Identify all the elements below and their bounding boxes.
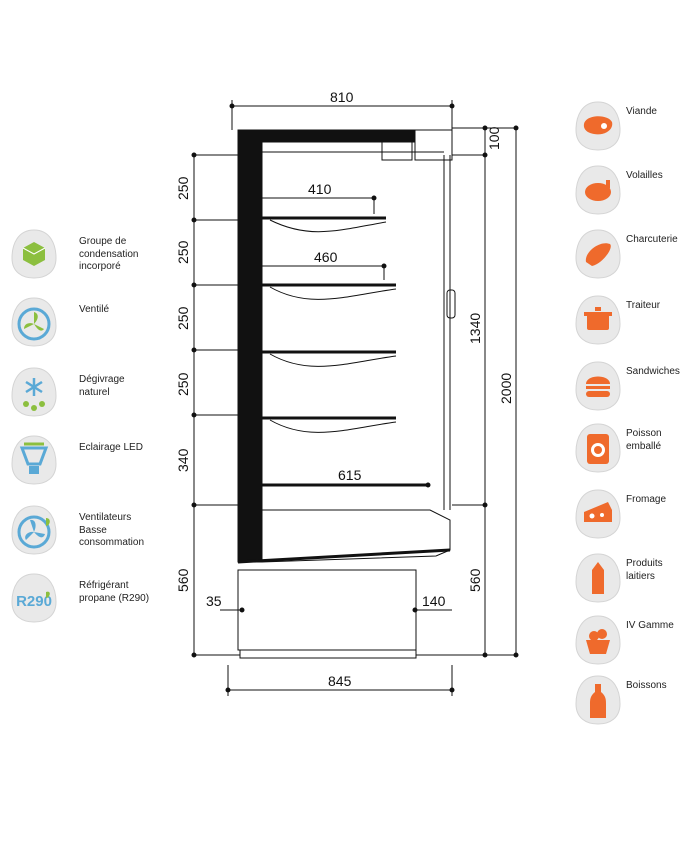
bottle-icon: [574, 674, 622, 726]
feature-label: Eclairage LED: [79, 442, 143, 453]
snowflake-drops-icon: [10, 366, 58, 418]
feature-label: Ventilateurs Basse consommation: [79, 512, 145, 548]
dim-top-width: 810: [330, 89, 354, 105]
product-label: Sandwiches: [626, 366, 680, 377]
product-label: Poisson emballé: [626, 428, 662, 452]
product-label: Volailles: [626, 170, 663, 181]
meat-icon: [574, 100, 622, 152]
dim-left-pitch: 250: [175, 306, 191, 330]
dim-base-depth: 615: [338, 467, 362, 483]
led-bulb-icon: [10, 434, 58, 486]
feature-label: Groupe de condensation incorporé: [79, 236, 139, 272]
product-label: Fromage: [626, 494, 667, 505]
dim-top-offset: 100: [486, 126, 502, 150]
poultry-icon: [574, 164, 622, 216]
sausage-icon: [574, 228, 622, 280]
salad-box-icon: [574, 614, 622, 666]
dim-bottom-width: 845: [328, 673, 352, 689]
milk-carton-icon: [574, 552, 622, 604]
product-label: Traiteur: [626, 300, 661, 311]
dim-shelf1-depth: 410: [308, 181, 332, 197]
r290-icon: R290: [10, 572, 58, 624]
cheese-icon: [574, 488, 622, 540]
low-energy-fan-icon: [10, 504, 58, 556]
product-label: Viande: [626, 106, 657, 117]
dim-shelf2-depth: 460: [314, 249, 338, 265]
burger-icon: [574, 360, 622, 412]
dim-left-pitch: 340: [175, 448, 191, 472]
dim-display-height: 1340: [467, 313, 483, 344]
product-label: IV Gamme: [626, 620, 674, 631]
dim-base-height: 560: [467, 568, 483, 592]
packaged-fish-icon: [574, 422, 622, 474]
product-label: Charcuterie: [626, 234, 678, 245]
dim-left-pitch: 250: [175, 372, 191, 396]
feature-label: Ventilé: [79, 304, 110, 315]
fan-icon: [10, 296, 58, 348]
feature-label: Réfrigérant propane (R290): [79, 580, 150, 604]
product-label: Boissons: [626, 680, 667, 691]
feature-label: Dégivrage naturel: [79, 374, 125, 398]
dim-left-pitch: 560: [175, 568, 191, 592]
dim-foot-right: 140: [422, 593, 446, 609]
dim-foot-left: 35: [206, 593, 222, 609]
svg-text:R290: R290: [16, 593, 52, 610]
cooking-pot-icon: [574, 294, 622, 346]
dim-left-pitch: 250: [175, 176, 191, 200]
dim-total-height: 2000: [498, 373, 514, 404]
product-label: Produits laitiers: [626, 558, 663, 582]
condensing-unit-icon: [10, 228, 58, 280]
dim-left-pitch: 250: [175, 240, 191, 264]
cabinet-section-drawing: 810 410 460 615 35 140 845 250 250 250 250 3…: [175, 89, 519, 696]
